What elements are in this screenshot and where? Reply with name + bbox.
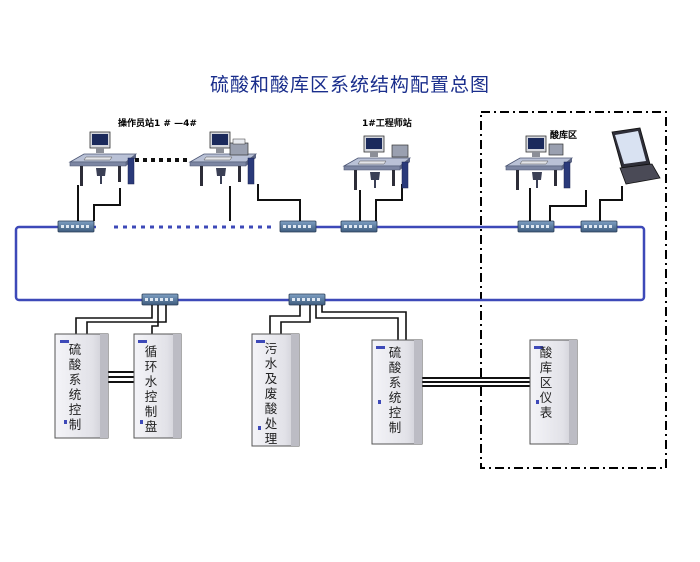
cabinet-c4 — [371, 339, 423, 445]
cabinet-c3-label: 污水及废酸处理 — [264, 341, 278, 446]
cabinet-cables — [75, 305, 407, 340]
switch-os1 — [57, 220, 95, 233]
cabinet-c1 — [54, 333, 109, 439]
switch-os4 — [279, 220, 317, 233]
cabinet-c2-label: 循环水控制盘 — [144, 344, 158, 434]
diagram-title: 硫酸和酸库区系统结构配置总图 — [209, 74, 490, 96]
cabinet-links — [108, 371, 530, 387]
printer-icon-acid — [548, 143, 564, 156]
cabinet-c1-label: 硫酸系统控制 — [68, 342, 82, 432]
acid-area-label: 酸库区 — [550, 131, 578, 141]
operator-station-1 — [69, 131, 137, 187]
switch-bottom-1 — [141, 293, 179, 306]
switch-bottom-2 — [288, 293, 326, 306]
cabinet-c3 — [251, 333, 300, 447]
cabinet-c2 — [133, 333, 182, 439]
operator-stations-label: 操作员站1 # —4# — [118, 119, 197, 129]
switch-acid-1 — [517, 220, 555, 233]
switch-acid-2 — [580, 220, 618, 233]
stations-ellipsis — [135, 158, 187, 162]
switch-eng — [340, 220, 378, 233]
engineer-station — [343, 135, 411, 191]
cabinet-c4-label: 硫酸系统控制 — [388, 345, 402, 435]
network-ring — [14, 225, 646, 302]
engineer-station-label: 1#工程师站 — [362, 119, 412, 129]
acid-area-boundary — [480, 111, 667, 469]
printer-icon — [229, 138, 249, 156]
printer-icon-eng — [391, 144, 409, 158]
station-cables — [77, 184, 623, 221]
cabinet-c5 — [529, 339, 578, 445]
operator-station-4 — [189, 131, 257, 187]
cabinet-c5-label: 酸库区仪表 — [539, 345, 553, 420]
laptop-icon — [611, 127, 661, 185]
